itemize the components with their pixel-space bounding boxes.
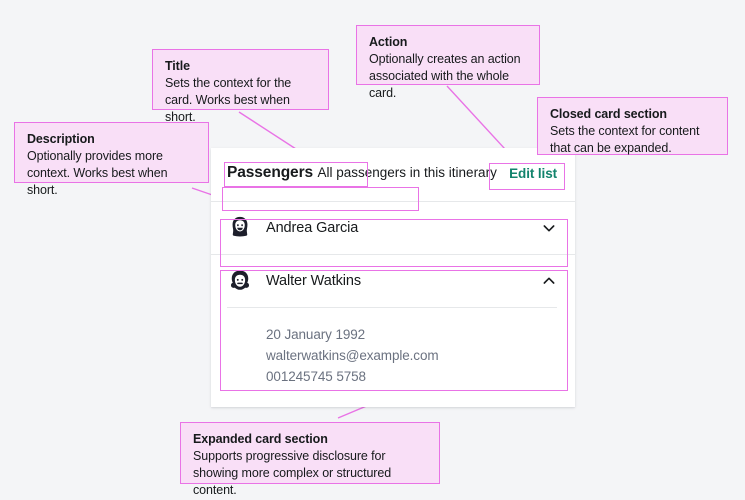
card-section-expanded: Walter Watkins 20 January 1992 walterwat…: [211, 254, 575, 407]
annotation-expanded-card-section: Expanded card section Supports progressi…: [180, 422, 440, 497]
person-short-hair-avatar-icon: [230, 270, 250, 290]
section-header-andrea-garcia[interactable]: Andrea Garcia: [211, 202, 575, 254]
annotation-action: Action Optionally creates an action asso…: [356, 25, 540, 100]
detail-date-of-birth: 20 January 1992: [266, 327, 366, 342]
detail-phone: 001245745 5758: [266, 369, 366, 384]
card-description: All passengers in this itinerary: [317, 165, 497, 180]
detail-email: walterwatkins@example.com: [266, 348, 439, 363]
annotation-description-body: Optionally provides more context. Works …: [27, 149, 168, 197]
card-title: Passengers: [227, 164, 314, 181]
person-long-hair-avatar-icon: [232, 216, 248, 237]
annotation-description: Description Optionally provides more con…: [14, 122, 209, 197]
annotation-expanded-card-section-heading: Expanded card section: [193, 432, 328, 446]
annotation-title-body: Sets the context for the card. Works bes…: [165, 76, 292, 124]
annotation-action-body: Optionally creates an action associated …: [369, 52, 521, 100]
card-header: Passengers All passengers in this itiner…: [211, 148, 575, 201]
edit-list-action-link[interactable]: Edit list: [509, 166, 557, 181]
section-header-walter-watkins[interactable]: Walter Watkins: [211, 255, 575, 307]
annotation-closed-card-section: Closed card section Sets the context for…: [537, 97, 728, 155]
annotation-action-heading: Action: [369, 35, 408, 49]
section-name: Andrea Garcia: [266, 220, 359, 236]
chevron-down-icon[interactable]: [541, 220, 557, 236]
section-divider: [227, 307, 557, 308]
annotation-closed-card-section-heading: Closed card section: [550, 107, 667, 121]
annotation-title: Title Sets the context for the card. Wor…: [152, 49, 329, 124]
annotation-description-heading: Description: [27, 132, 95, 146]
section-name: Walter Watkins: [266, 273, 362, 289]
chevron-up-icon[interactable]: [541, 273, 557, 289]
annotation-closed-card-section-body: Sets the context for content that can be…: [550, 124, 700, 155]
annotation-expanded-card-section-body: Supports progressive disclosure for show…: [193, 449, 392, 497]
annotation-title-heading: Title: [165, 59, 190, 73]
section-body-walter-watkins: 20 January 1992 walterwatkins@example.co…: [211, 307, 575, 407]
card-section-closed: Andrea Garcia: [211, 201, 575, 254]
passengers-card: Passengers All passengers in this itiner…: [211, 148, 575, 407]
